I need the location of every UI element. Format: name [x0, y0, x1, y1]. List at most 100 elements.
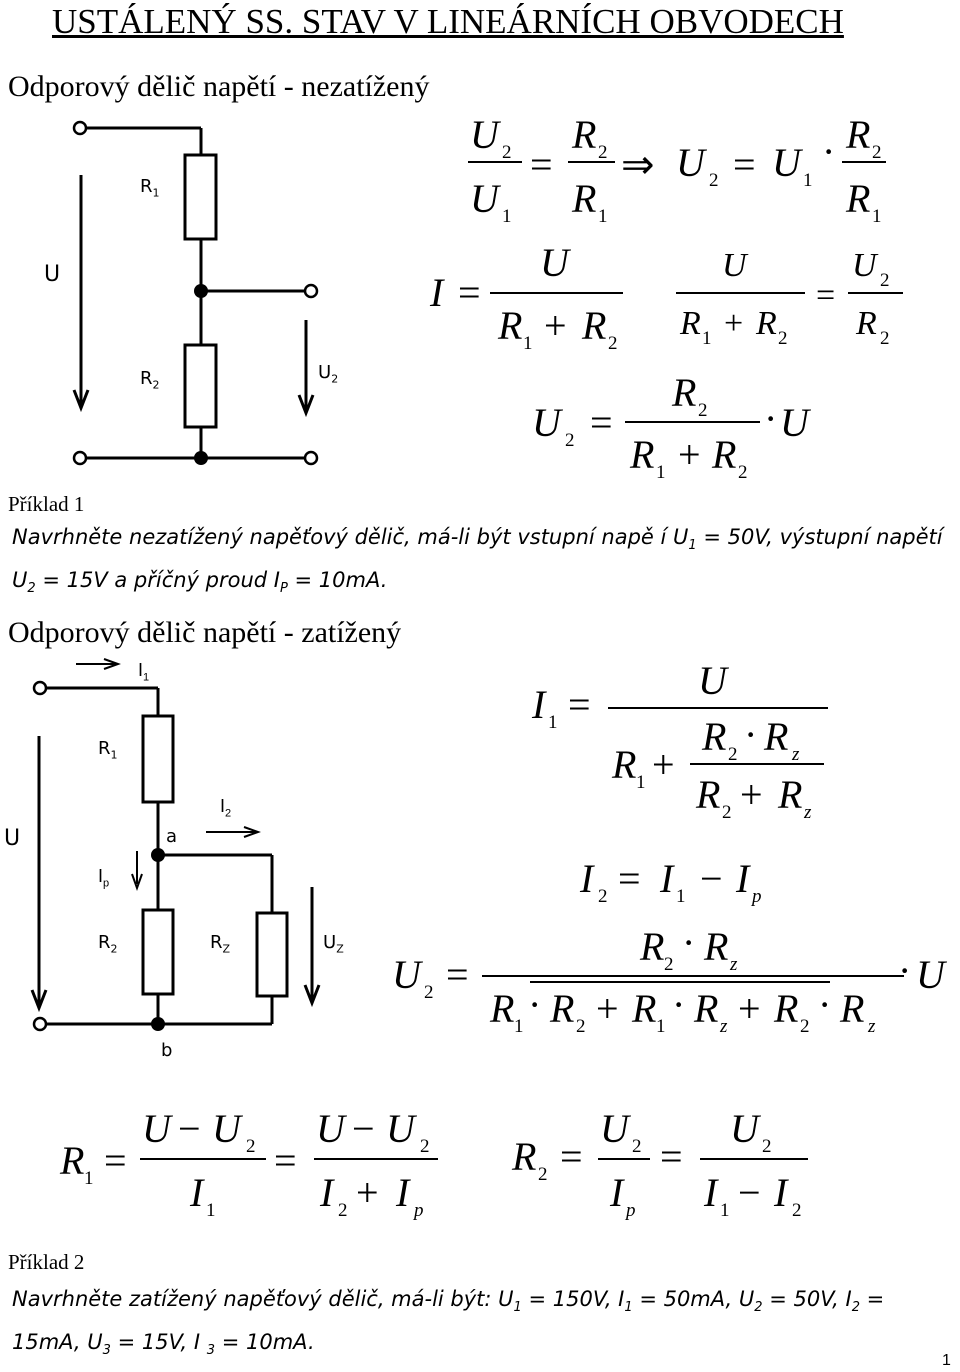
svg-text:R: R [511, 1134, 536, 1179]
svg-text:+: + [738, 986, 761, 1031]
svg-text:z: z [803, 802, 812, 823]
svg-text:1: 1 [656, 1016, 666, 1037]
svg-text:p: p [624, 1200, 636, 1221]
svg-text:I: I [531, 682, 547, 727]
resistor-rz [255, 911, 289, 998]
svg-text:1: 1 [502, 206, 512, 227]
svg-text:2: 2 [338, 1200, 348, 1221]
svg-text:2: 2 [698, 400, 708, 421]
svg-text:R: R [571, 112, 596, 157]
svg-text:2: 2 [762, 1136, 772, 1157]
svg-text:·: · [528, 982, 541, 1027]
svg-text:+: + [544, 303, 567, 348]
svg-text:U: U [916, 952, 948, 997]
terminal-in-top [72, 120, 88, 136]
terminal-in-bottom [32, 1016, 48, 1032]
svg-text:I: I [579, 856, 595, 901]
svg-text:=: = [660, 1134, 683, 1179]
label-u: U [4, 826, 21, 851]
svg-text:I: I [395, 1170, 411, 1215]
svg-text:1: 1 [803, 170, 813, 191]
example-2-title: Příklad 2 [8, 1250, 85, 1274]
svg-text:U: U [540, 240, 572, 285]
svg-text:R: R [839, 986, 864, 1031]
svg-text:1: 1 [702, 328, 712, 349]
example-1-text: Navrhněte nezatížený napěťový dělič, má-… [12, 525, 943, 597]
svg-text:R: R [845, 176, 870, 221]
svg-text:2: 2 [664, 954, 674, 975]
terminal-in-bottom [72, 450, 88, 466]
terminal-out-bottom [303, 450, 319, 466]
svg-text:I: I [609, 1170, 625, 1215]
example-1-title: Příklad 1 [8, 492, 85, 516]
label-r1: R1 [140, 176, 160, 200]
svg-text:R: R [711, 432, 736, 477]
svg-text:1: 1 [872, 206, 882, 227]
svg-text:R: R [773, 986, 798, 1031]
svg-text:R: R [693, 986, 718, 1031]
svg-text:=: = [568, 682, 591, 727]
svg-text:+: + [356, 1170, 379, 1215]
svg-text:−: − [352, 1106, 375, 1151]
svg-text:1: 1 [548, 712, 558, 733]
svg-text:R: R [695, 772, 720, 817]
section-heading-loaded: Odporový dělič napětí - zatížený [8, 616, 402, 649]
label-i1: I1 [138, 660, 150, 684]
page-title: USTÁLENÝ SS. STAV V LINEÁRNÍCH OBVODECH [52, 2, 844, 41]
svg-text:U: U [470, 176, 502, 221]
label-r2: R2 [140, 368, 160, 392]
svg-text:I: I [773, 1170, 789, 1215]
svg-text:U: U [142, 1106, 174, 1151]
svg-text:R: R [629, 432, 654, 477]
svg-text:2: 2 [709, 170, 719, 191]
svg-text:R: R [497, 303, 522, 348]
svg-text:2: 2 [246, 1136, 256, 1157]
svg-text:U: U [386, 1106, 418, 1151]
svg-text:z: z [729, 954, 738, 975]
svg-text:1: 1 [523, 333, 533, 354]
svg-text:R: R [855, 305, 877, 342]
svg-text:=: = [733, 142, 756, 187]
svg-text:U: U [392, 952, 424, 997]
svg-text:R: R [671, 370, 696, 415]
svg-text:R: R [59, 1138, 84, 1183]
svg-text:R: R [755, 305, 777, 342]
svg-text:R: R [777, 772, 802, 817]
label-uz: UZ [323, 932, 344, 956]
label-ip: Ip [98, 866, 110, 890]
svg-text:=: = [816, 277, 835, 314]
svg-text:R: R [703, 924, 728, 969]
svg-text:U: U [698, 658, 730, 703]
svg-text:I: I [319, 1170, 335, 1215]
svg-text:=: = [446, 952, 469, 997]
svg-text:2: 2 [800, 1016, 810, 1037]
svg-text:z: z [791, 744, 800, 765]
svg-text:2: 2 [598, 886, 608, 907]
svg-text:=: = [530, 142, 553, 187]
svg-text:I: I [429, 270, 445, 315]
svg-text:2: 2 [880, 270, 890, 291]
svg-text:R: R [581, 303, 606, 348]
svg-text:R: R [845, 112, 870, 157]
svg-text:2: 2 [778, 328, 788, 349]
svg-text:2: 2 [728, 744, 738, 765]
svg-text:1: 1 [206, 1200, 216, 1221]
svg-text:2: 2 [608, 333, 618, 354]
svg-text:·: · [744, 712, 757, 757]
section-heading-unloaded: Odporový dělič napětí - nezatížený [8, 70, 430, 103]
svg-text:2: 2 [538, 1164, 548, 1185]
svg-text:U: U [722, 247, 749, 284]
svg-text:U: U [676, 140, 708, 185]
svg-text:R: R [763, 714, 788, 759]
svg-text:U: U [316, 1106, 348, 1151]
node-dot-b [151, 1017, 165, 1031]
svg-text:⇒: ⇒ [621, 142, 655, 187]
svg-text:=: = [618, 856, 641, 901]
svg-text:z: z [719, 1016, 728, 1037]
svg-text:p: p [750, 886, 762, 907]
label-r1: R1 [98, 738, 118, 762]
svg-text:=: = [560, 1134, 583, 1179]
svg-text:=: = [458, 270, 481, 315]
